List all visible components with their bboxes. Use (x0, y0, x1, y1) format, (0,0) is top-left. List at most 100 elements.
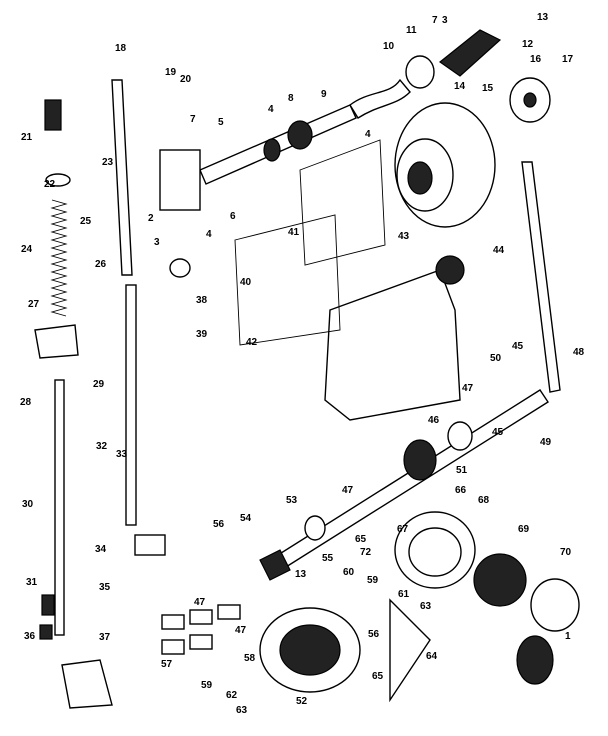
callout-68: 68 (478, 495, 490, 506)
callout-15: 15 (482, 83, 494, 94)
callout-33: 33 (116, 449, 128, 460)
screw (39, 624, 53, 640)
callout-13: 13 (537, 12, 549, 23)
callout-67: 67 (397, 524, 409, 535)
callout-41: 41 (288, 227, 300, 238)
callout-72: 72 (360, 547, 372, 558)
callout-4c: 4 (206, 229, 212, 240)
callout-65a: 65 (355, 534, 367, 545)
callout-70: 70 (560, 547, 572, 558)
callout-23: 23 (102, 157, 114, 168)
callout-57: 57 (161, 659, 173, 670)
upper-arm-shaft (199, 29, 502, 185)
callout-56a: 56 (213, 519, 225, 530)
callout-34: 34 (95, 544, 107, 555)
inset-box-43 (299, 139, 386, 266)
callout-50: 50 (490, 353, 502, 364)
callout-48: 48 (573, 347, 585, 358)
callout-47c: 47 (194, 597, 206, 608)
callout-35: 35 (99, 582, 111, 593)
callout-65b: 65 (372, 671, 384, 682)
callout-69: 69 (518, 524, 530, 535)
callout-47d: 47 (235, 625, 247, 636)
callout-63a: 63 (420, 601, 432, 612)
presser-bar (54, 379, 65, 636)
callout-10: 10 (383, 41, 395, 52)
callout-38: 38 (196, 295, 208, 306)
callout-66: 66 (455, 485, 467, 496)
callout-64: 64 (426, 651, 438, 662)
callout-9: 9 (321, 89, 327, 100)
callout-11: 11 (406, 25, 417, 36)
callout-62: 62 (226, 690, 238, 701)
washer (45, 173, 71, 187)
callout-59b: 59 (201, 680, 213, 691)
handwheel (394, 102, 496, 228)
callout-6: 6 (230, 211, 236, 222)
callout-47a: 47 (462, 383, 474, 394)
bushing (169, 258, 191, 278)
callout-56b: 56 (368, 629, 380, 640)
thread-tension-knob (44, 99, 62, 131)
callout-22: 22 (44, 179, 56, 190)
callout-42: 42 (246, 337, 258, 348)
callout-47b: 47 (342, 485, 354, 496)
callout-29: 29 (93, 379, 105, 390)
callout-30: 30 (22, 499, 34, 510)
callout-53: 53 (286, 495, 298, 506)
callout-19: 19 (165, 67, 177, 78)
callout-25: 25 (80, 216, 92, 227)
thumb-screw (41, 594, 55, 616)
callout-27: 27 (28, 299, 40, 310)
callout-44: 44 (493, 245, 505, 256)
callout-28: 28 (20, 397, 32, 408)
callout-1: 1 (565, 631, 571, 642)
thread-take-up-link (111, 79, 133, 276)
machine-frame (324, 269, 461, 421)
callout-7: 7 (432, 15, 438, 26)
presser-bar-guide (34, 324, 79, 359)
callout-7b: 7 (190, 114, 196, 125)
feed-plates (161, 604, 241, 655)
callout-43: 43 (398, 231, 410, 242)
callout-46: 46 (428, 415, 440, 426)
callout-49: 49 (540, 437, 552, 448)
hook-cover (389, 598, 431, 703)
callout-4b: 4 (365, 129, 371, 140)
callout-18: 18 (115, 43, 127, 54)
callout-45a: 45 (512, 341, 524, 352)
feed-gear (259, 549, 291, 581)
callout-14: 14 (454, 81, 466, 92)
callout-45b: 45 (492, 427, 504, 438)
pulley-hub (523, 92, 537, 108)
presser-foot (61, 659, 113, 709)
needle-bar (125, 284, 137, 526)
rotary-hook-assembly (259, 511, 580, 693)
callout-13b: 13 (295, 569, 307, 580)
callout-39: 39 (196, 329, 208, 340)
inset-box-39 (234, 214, 341, 346)
callout-40: 40 (240, 277, 252, 288)
callout-17: 17 (562, 54, 574, 65)
callout-26: 26 (95, 259, 107, 270)
callout-20: 20 (180, 74, 192, 85)
presser-spring (50, 199, 68, 317)
callout-51: 51 (456, 465, 468, 476)
callout-21: 21 (21, 132, 33, 143)
callout-3: 3 (442, 15, 448, 26)
callout-32: 32 (96, 441, 108, 452)
connecting-rod (521, 161, 561, 393)
callout-4a: 4 (268, 104, 274, 115)
callout-5: 5 (218, 117, 224, 128)
callout-55: 55 (322, 553, 334, 564)
callout-36: 36 (24, 631, 36, 642)
callout-59a: 59 (367, 575, 379, 586)
callout-58: 58 (244, 653, 256, 664)
callout-24: 24 (21, 244, 33, 255)
callout-37: 37 (99, 632, 111, 643)
callout-16: 16 (530, 54, 542, 65)
callout-12: 12 (522, 39, 534, 50)
callout-31: 31 (26, 577, 38, 588)
callout-8: 8 (288, 93, 294, 104)
